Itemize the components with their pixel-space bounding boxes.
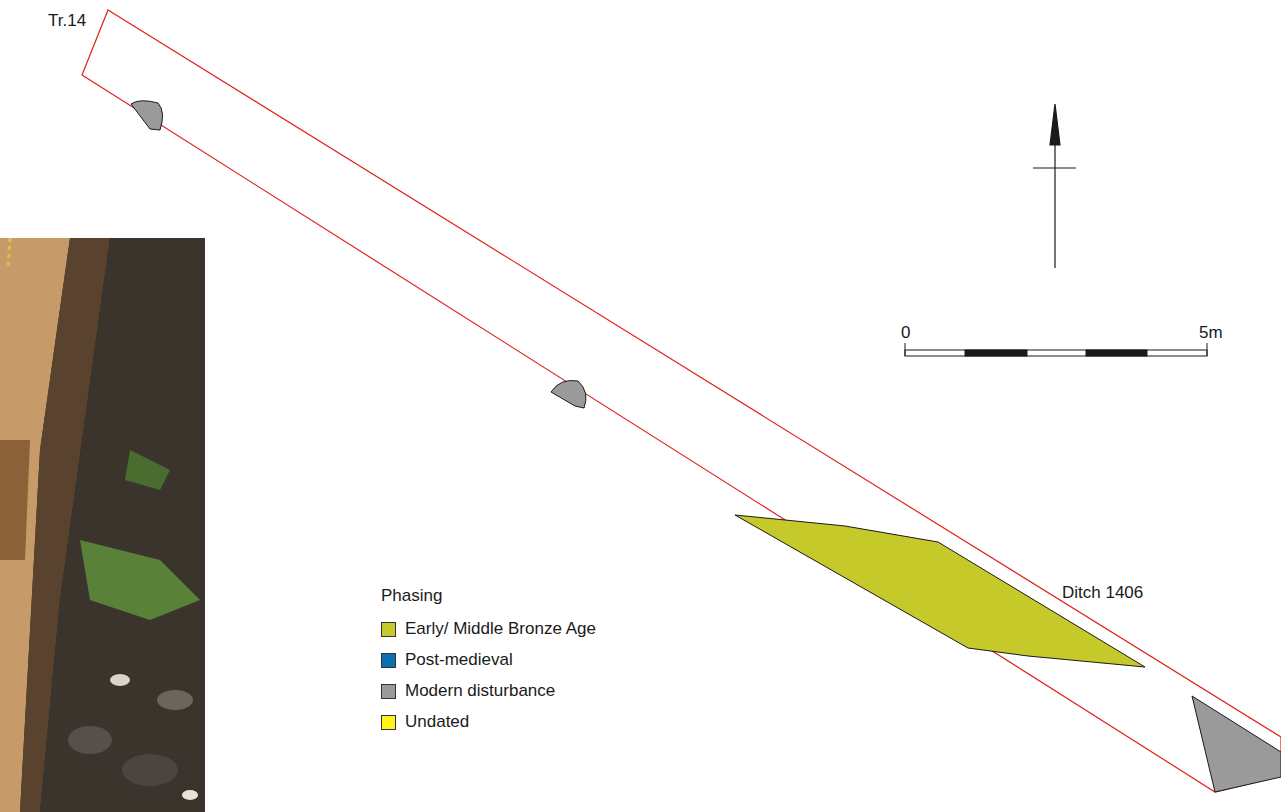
legend-text: Modern disturbance bbox=[405, 681, 555, 701]
scale-bar bbox=[905, 343, 1207, 356]
legend-text: Early/ Middle Bronze Age bbox=[405, 619, 596, 639]
legend-swatch bbox=[381, 622, 396, 637]
ditch-1406 bbox=[735, 515, 1145, 667]
modern-pit bbox=[551, 380, 586, 408]
legend-swatch bbox=[381, 715, 396, 730]
legend-swatch bbox=[381, 684, 396, 699]
legend-swatch bbox=[381, 653, 396, 668]
trench-outline bbox=[82, 10, 1281, 792]
scale-label: 5m bbox=[1199, 323, 1223, 343]
legend-heading: Phasing bbox=[381, 586, 442, 606]
modern-disturbance bbox=[1192, 696, 1281, 792]
feature-label: Ditch 1406 bbox=[1062, 583, 1143, 603]
photo bbox=[0, 238, 205, 812]
north-arrow bbox=[1033, 104, 1076, 268]
legend-text: Undated bbox=[405, 712, 469, 732]
scale-label: 0 bbox=[901, 323, 910, 343]
legend-text: Post-medieval bbox=[405, 650, 513, 670]
trench-label: Tr.14 bbox=[48, 11, 86, 31]
modern-pit bbox=[131, 101, 163, 130]
